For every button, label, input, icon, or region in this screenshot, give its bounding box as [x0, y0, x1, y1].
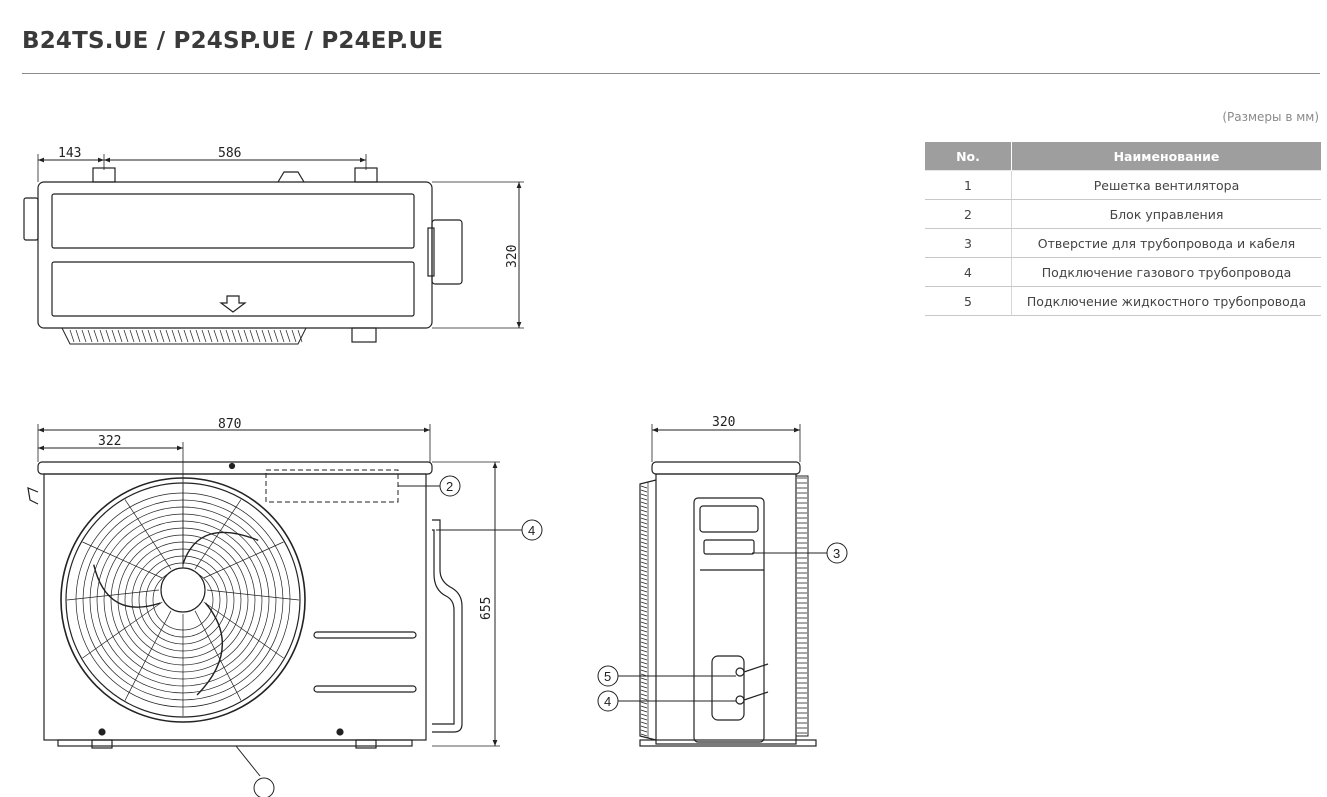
- side-fan-guard: [640, 477, 807, 737]
- front-fan-guard: [66, 484, 300, 716]
- side-view: [639, 424, 817, 747]
- row-no: 5: [925, 286, 1012, 316]
- callout-fan-grille-partial: [253, 777, 275, 797]
- dim-front-width: 870: [218, 417, 241, 432]
- table-header-row: No. Наименование: [925, 142, 1321, 171]
- page-title: B24TS.UE / P24SP.UE / P24EP.UE: [22, 28, 444, 54]
- row-name: Решетка вентилятора: [1011, 170, 1321, 200]
- front-fan-blades: [93, 531, 259, 696]
- header-name: Наименование: [1011, 142, 1321, 171]
- row-name: Блок управления: [1011, 199, 1321, 229]
- row-name: Подключение газового трубопровода: [1011, 257, 1321, 287]
- svg-text:2: 2: [446, 479, 453, 494]
- header-no: No.: [925, 142, 1012, 171]
- row-name: Отверстие для трубопровода и кабеля: [1011, 228, 1321, 258]
- row-no: 3: [925, 228, 1012, 258]
- callout-control-box: 2: [398, 475, 461, 497]
- svg-text:3: 3: [833, 546, 840, 561]
- title-divider: [22, 73, 1320, 74]
- row-no: 2: [925, 199, 1012, 229]
- dim-front-fan-offset: 322: [98, 434, 121, 449]
- callout-pipe-hole: 3: [752, 542, 848, 564]
- units-note: (Размеры в мм): [1222, 110, 1319, 124]
- top-view-fan-guard: [69, 329, 303, 343]
- top-view: [23, 154, 524, 345]
- front-view: [27, 424, 500, 749]
- dim-top-left-offset: 143: [58, 146, 81, 161]
- callout-liquid-connection: 5: [597, 665, 736, 687]
- dim-top-mount-span: 586: [218, 146, 241, 161]
- svg-text:5: 5: [604, 669, 611, 684]
- fan-hub: [160, 567, 206, 613]
- dim-front-height: 655: [479, 597, 494, 620]
- callout-gas-connection-front: 4: [436, 519, 543, 541]
- svg-text:4: 4: [528, 523, 535, 538]
- svg-text:4: 4: [604, 694, 611, 709]
- callout-gas-connection-side: 4: [597, 690, 736, 712]
- row-no: 1: [925, 170, 1012, 200]
- dim-side-depth: 320: [712, 415, 735, 430]
- row-name: Подключение жидкостного трубопровода: [1011, 286, 1321, 316]
- dim-top-depth: 320: [505, 245, 520, 268]
- technical-drawing: 143 586 320 870: [23, 146, 848, 797]
- row-no: 4: [925, 257, 1012, 287]
